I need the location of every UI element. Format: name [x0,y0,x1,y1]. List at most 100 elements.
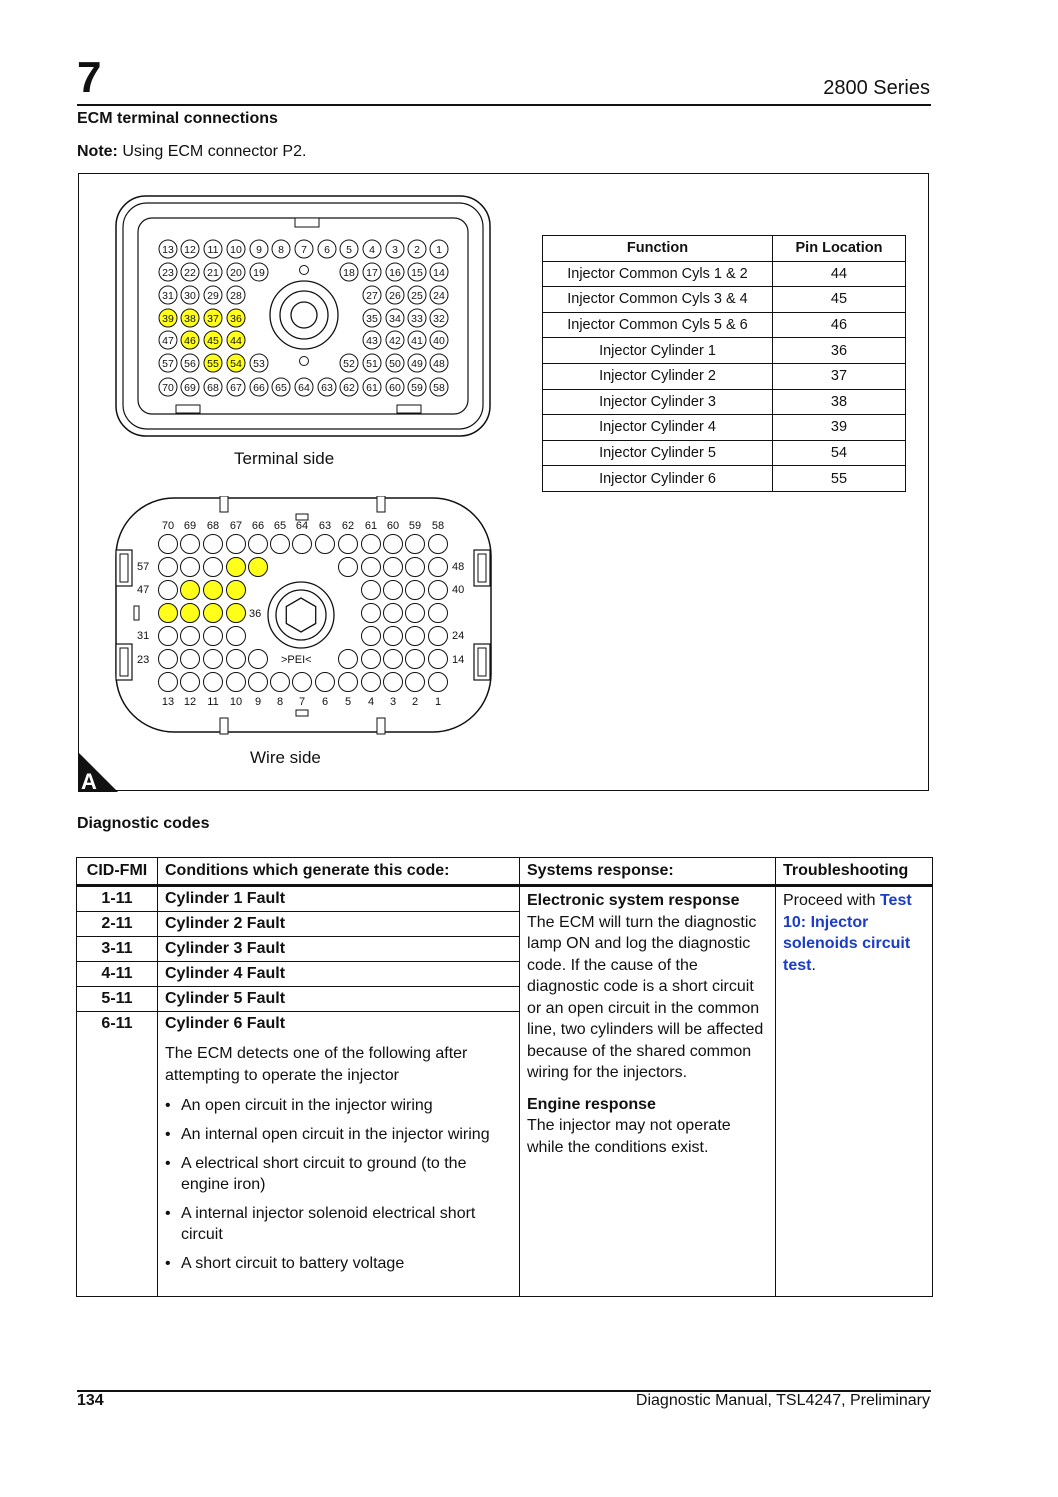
wire-bottom-number: 1 [435,696,441,708]
chapter-number: 7 [77,53,102,102]
test-10-link[interactable]: Test 10: Injector solenoids circuit test [783,892,912,974]
terminal-pin [249,377,269,397]
wire-top-number: 69 [184,520,196,532]
wire-pin [383,672,403,692]
terminal-pin [203,285,223,305]
terminal-pin [339,377,359,397]
wire-pin [428,580,448,600]
condition-cell: Cylinder 1 Fault [157,885,520,912]
terminal-pin-number: 50 [389,358,401,370]
terminal-pin-number: 21 [207,267,219,279]
terminal-pin [407,308,427,328]
terminal-pin [407,377,427,397]
wire-pin [292,534,312,554]
wire-right-number: 14 [452,654,464,666]
table-row: 1-11 Cylinder 1 Fault Electronic system … [76,885,933,1297]
table-row: 6-11 Cylinder 6 Fault The ECM detects on… [76,1011,933,1297]
wire-pin [292,672,312,692]
condition-cell: Cylinder 2 Fault [157,911,520,937]
wire-pin [428,649,448,669]
terminal-pin [429,377,449,397]
terminal-pin [226,330,246,350]
terminal-pin-number: 4 [369,244,375,256]
terminal-pin-number: 29 [207,290,219,302]
terminal-pin-number: 55 [207,358,219,370]
wire-pin [405,649,425,669]
note-label: Note: [77,143,118,160]
terminal-pin-number: 41 [411,335,423,347]
wire-pin [203,672,223,692]
terminal-pin [226,285,246,305]
terminal-pin-number: 70 [162,382,174,394]
wire-pin [361,626,381,646]
bullet-item: •A electrical short circuit to ground (t… [165,1155,467,1193]
terminal-pin-number: 40 [433,335,445,347]
bullet-item: •A short circuit to battery voltage [165,1255,405,1272]
pin-function-cell: Injector Common Cyls 3 & 4 [542,286,773,313]
electronic-response-text: The ECM will turn the diagnostic lamp ON… [527,913,764,1082]
terminal-pin-number: 32 [433,313,445,325]
terminal-pin [362,377,382,397]
diagnostic-codes-table: CID-FMI Conditions which generate this c… [76,857,933,1297]
terminal-pin-number: 18 [343,267,355,279]
terminal-pin [385,353,405,373]
terminal-pin-number: 38 [184,313,196,325]
troubleshooting-suffix: . [811,956,816,974]
terminal-pin [158,330,178,350]
terminal-pin [158,377,178,397]
wire-pin [203,603,223,623]
terminal-pin-number: 46 [184,335,196,347]
terminal-pin [362,262,382,282]
pin-location-cell: 39 [772,414,906,441]
terminal-pin-number: 58 [433,382,445,394]
wire-pin [180,580,200,600]
terminal-pin-number: 6 [324,244,330,256]
wire-bottom-number: 12 [184,696,196,708]
figure-frame [78,173,929,791]
terminal-pin [294,239,314,259]
pin-function-cell: Injector Common Cyls 1 & 2 [542,260,773,288]
header-rule [77,104,931,106]
terminal-pin-number: 48 [433,358,445,370]
terminal-pin-number: 8 [278,244,284,256]
terminal-pin [407,353,427,373]
terminal-pin-number: 33 [411,313,423,325]
pin-location-cell: 44 [772,260,906,288]
wire-pin [248,534,268,554]
wire-pin [180,534,200,554]
wire-pin [158,626,178,646]
wire-pin [338,534,358,554]
bullet-text: A electrical short circuit to ground (to… [181,1155,467,1193]
header-cid-fmi: CID-FMI [76,857,158,887]
terminal-pin [429,353,449,373]
wire-bottom-number: 9 [255,696,261,708]
wire-pin [361,534,381,554]
cid-cell: 3-11 [76,936,158,962]
terminal-pin [407,330,427,350]
terminal-pin [180,377,200,397]
terminal-pin [339,239,359,259]
wire-pin [405,534,425,554]
wire-pin [158,603,178,623]
pin-function-cell: Injector Cylinder 4 [542,414,773,441]
wire-pin [383,557,403,577]
terminal-pin [407,262,427,282]
pin-location-cell: 55 [772,465,906,492]
wire-pin [361,557,381,577]
bullet-text: A internal injector solenoid electrical … [181,1205,476,1243]
wire-top-number: 65 [274,520,286,532]
table-row: 4-11 Cylinder 4 Fault [76,961,933,987]
wire-pin [383,626,403,646]
wire-pin [248,649,268,669]
terminal-pin-number: 34 [389,313,401,325]
terminal-pin-number: 56 [184,358,196,370]
wire-pin [428,626,448,646]
wire-top-number: 64 [296,520,308,532]
terminal-pin-number: 9 [256,244,262,256]
wire-top-number: 63 [319,520,331,532]
wire-bottom-number: 6 [322,696,328,708]
wire-pin [405,626,425,646]
